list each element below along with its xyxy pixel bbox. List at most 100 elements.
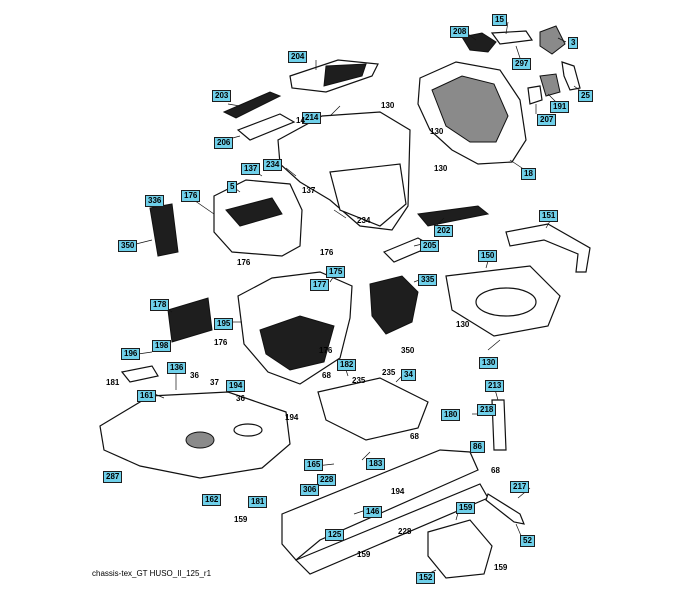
- callout-68-upper[interactable]: 68: [322, 371, 331, 380]
- callout-18[interactable]: 18: [521, 168, 536, 180]
- callout-25[interactable]: 25: [578, 90, 593, 102]
- callout-151[interactable]: 151: [539, 210, 559, 222]
- callout-130-plate[interactable]: 130: [456, 320, 470, 329]
- callout-235-a[interactable]: 235: [352, 376, 366, 385]
- bracket-151: [505, 223, 591, 273]
- callout-161[interactable]: 161: [137, 390, 157, 402]
- callout-130-top-mid[interactable]: 130: [430, 127, 444, 136]
- callout-177[interactable]: 177: [310, 279, 330, 291]
- callout-213[interactable]: 213: [485, 380, 505, 392]
- callout-191[interactable]: 191: [550, 101, 570, 113]
- callout-130-top-left[interactable]: 130: [381, 101, 395, 110]
- callout-159-bottom[interactable]: 159: [357, 550, 371, 559]
- callout-37[interactable]: 37: [210, 378, 219, 387]
- callout-130-boxed[interactable]: 130: [479, 357, 499, 369]
- callout-214[interactable]: 214: [302, 112, 322, 124]
- callout-198[interactable]: 198: [152, 340, 172, 352]
- diagram-caption: chassis-tex_GT HUSO_II_125_r1: [92, 569, 212, 578]
- callout-234[interactable]: 234: [357, 216, 371, 225]
- callout-350-boxed[interactable]: 350: [118, 240, 138, 252]
- callout-162[interactable]: 162: [202, 494, 222, 506]
- cover-204-stripes: [323, 63, 367, 87]
- callout-195[interactable]: 195: [214, 318, 234, 330]
- dashboard-5-detail: [225, 197, 283, 227]
- fender-37-cup-2: [233, 423, 263, 437]
- cover-part-25: [561, 61, 581, 91]
- hood-18-inner: [431, 75, 509, 143]
- callout-181-boxed[interactable]: 181: [248, 496, 268, 508]
- callout-176-lower-left[interactable]: 176: [214, 338, 228, 347]
- callout-234-boxed[interactable]: 234: [263, 159, 283, 171]
- callout-196[interactable]: 196: [121, 348, 141, 360]
- callout-176-mid[interactable]: 176: [237, 258, 251, 267]
- callout-228-boxed[interactable]: 228: [317, 474, 337, 486]
- callout-159-boxed[interactable]: 159: [456, 502, 476, 514]
- rod-217: [485, 493, 525, 525]
- callout-194-frame[interactable]: 194: [391, 487, 405, 496]
- callout-287[interactable]: 287: [103, 471, 123, 483]
- callout-176-right[interactable]: 176: [320, 248, 334, 257]
- callout-130-hood[interactable]: 130: [434, 164, 448, 173]
- callout-182[interactable]: 182: [337, 359, 357, 371]
- callout-150[interactable]: 150: [478, 250, 498, 262]
- callout-336[interactable]: 336: [145, 195, 165, 207]
- callout-181-left[interactable]: 181: [106, 378, 120, 387]
- callout-152[interactable]: 152: [416, 572, 436, 584]
- callout-350[interactable]: 350: [401, 346, 415, 355]
- callout-204[interactable]: 204: [288, 51, 308, 63]
- callout-178[interactable]: 178: [150, 299, 170, 311]
- callout-34[interactable]: 34: [401, 369, 416, 381]
- callout-159-left[interactable]: 159: [234, 515, 248, 524]
- callout-208[interactable]: 208: [450, 26, 470, 38]
- callout-137-boxed[interactable]: 137: [241, 163, 261, 175]
- dash-panel-top-right: [461, 32, 497, 53]
- callout-146[interactable]: 146: [363, 506, 383, 518]
- callout-306[interactable]: 306: [300, 484, 320, 496]
- callout-165[interactable]: 165: [304, 459, 324, 471]
- callout-86[interactable]: 86: [470, 441, 485, 453]
- callout-180[interactable]: 180: [441, 409, 461, 421]
- callout-68-mid[interactable]: 68: [410, 432, 419, 441]
- cover-206: [236, 113, 296, 141]
- vent-202: [417, 205, 490, 227]
- callout-235-b[interactable]: 235: [382, 368, 396, 377]
- callout-194-boxed[interactable]: 194: [226, 380, 246, 392]
- callout-52[interactable]: 52: [520, 535, 535, 547]
- cover-335: [369, 275, 419, 335]
- callout-218[interactable]: 218: [477, 404, 497, 416]
- side-panel-336: [149, 203, 179, 257]
- callout-3[interactable]: 3: [568, 37, 579, 49]
- callout-335[interactable]: 335: [418, 274, 438, 286]
- callout-176-boxed[interactable]: 176: [181, 190, 201, 202]
- hood-panel-234: [329, 163, 407, 227]
- callout-217[interactable]: 217: [510, 481, 530, 493]
- callout-297[interactable]: 297: [512, 58, 532, 70]
- callout-125[interactable]: 125: [325, 529, 345, 541]
- callout-14[interactable]: 14: [296, 116, 305, 125]
- plate-150-hole: [475, 287, 537, 317]
- callout-176-lower-right[interactable]: 176: [319, 346, 333, 355]
- callout-68-right[interactable]: 68: [491, 466, 500, 475]
- fender-37-cup: [185, 431, 215, 449]
- callout-159-right[interactable]: 159: [494, 563, 508, 572]
- clip-207: [527, 85, 543, 105]
- callout-206-upper[interactable]: 206: [214, 137, 234, 149]
- callout-36-lower[interactable]: 36: [236, 394, 245, 403]
- steering-bracket: [490, 30, 534, 45]
- callout-5[interactable]: 5: [227, 181, 238, 193]
- callout-203[interactable]: 203: [212, 90, 232, 102]
- callout-228[interactable]: 228: [398, 527, 412, 536]
- callout-202[interactable]: 202: [434, 225, 454, 237]
- grille-178: [167, 297, 213, 343]
- callout-183[interactable]: 183: [366, 458, 386, 470]
- callout-136[interactable]: 136: [167, 362, 187, 374]
- callout-15[interactable]: 15: [492, 14, 507, 26]
- callout-205[interactable]: 205: [420, 240, 440, 252]
- callout-207[interactable]: 207: [537, 114, 557, 126]
- callout-36-upper[interactable]: 36: [190, 371, 199, 380]
- callout-137[interactable]: 137: [302, 186, 316, 195]
- callout-194-fender[interactable]: 194: [285, 413, 299, 422]
- callout-175[interactable]: 175: [326, 266, 346, 278]
